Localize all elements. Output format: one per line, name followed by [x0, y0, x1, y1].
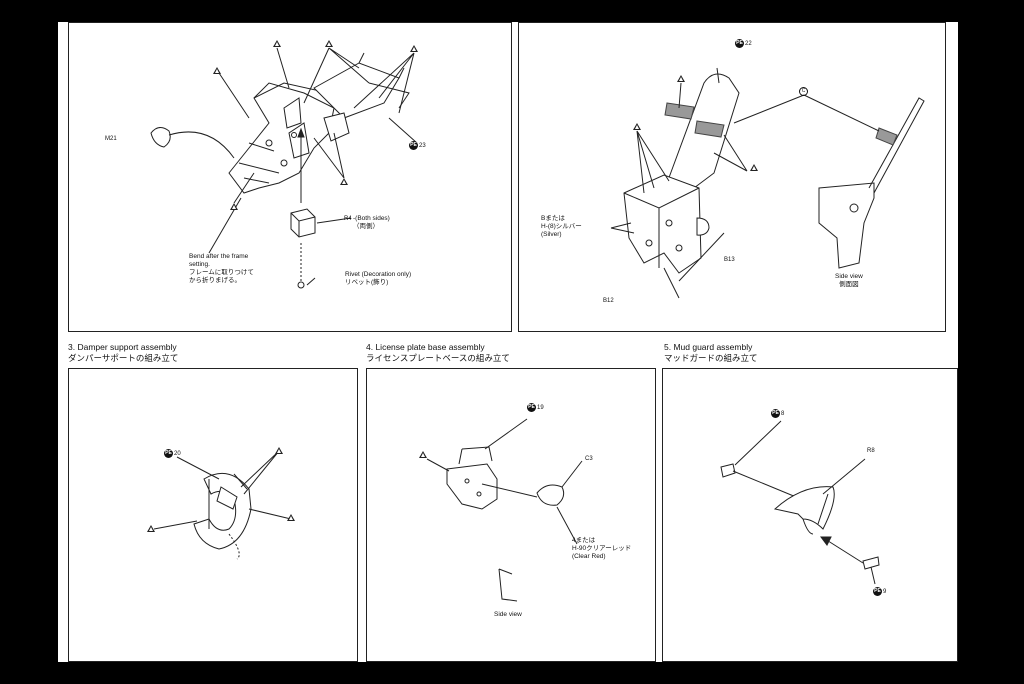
fender-assembly-drawing	[610, 67, 925, 299]
bend-note: Bend after the frame setting. フレームに取りつけて…	[189, 253, 254, 284]
cement-triangle-icon	[410, 45, 418, 52]
color-note-clear-red: 4または H-90クリアーレッド (Clear Red)	[572, 537, 632, 560]
side-view-label: Side view 側面図	[835, 273, 863, 288]
cement-triangle-icon	[677, 75, 685, 82]
cement-triangle-icon	[230, 203, 238, 210]
photo-etched-part-icon: PE	[735, 39, 744, 48]
part-tag-b12: B12	[603, 298, 614, 304]
cement-triangle-icon	[340, 178, 348, 185]
rivet-note: Rivet (Decoration only) リベット(飾り)	[345, 271, 412, 286]
cement-triangle-icon	[750, 164, 758, 171]
cement-triangle-icon	[633, 123, 641, 130]
cement-triangle-icon	[325, 40, 333, 47]
parts-tree-letter-icon: M21	[105, 136, 117, 142]
cement-triangle-icon	[287, 514, 295, 521]
license-plate-base-drawing	[426, 418, 583, 602]
photo-etched-part-icon: PE	[409, 141, 418, 150]
part-tag-c3: C3	[585, 456, 593, 462]
photo-etched-part-icon: PE	[164, 449, 173, 458]
cement-triangle-icon	[147, 525, 155, 532]
step-3-title: 3. Damper support assembly ダンパーサポートの組み立て	[68, 342, 179, 363]
mud-guard-drawing	[720, 420, 880, 585]
damper-support-drawing	[153, 450, 292, 560]
photo-etched-part-icon: PE	[771, 409, 780, 418]
cement-triangle-icon	[275, 447, 283, 454]
step-4-title: 4. License plate base assembly ライセンスプレート…	[366, 342, 510, 363]
part-tag-c: C	[799, 87, 808, 96]
part-tag-r4: R4	[344, 216, 352, 222]
color-note-b: Bまたは H-(8)シルバー (Silver)	[541, 215, 582, 238]
photo-etched-part-icon: PE	[527, 403, 536, 412]
part-tag-b13: B13	[724, 257, 735, 263]
cement-triangle-icon	[273, 40, 281, 47]
part-tag-m21: M21	[105, 135, 117, 143]
part-tag-r8: R8	[867, 448, 875, 454]
frame-assembly-drawing	[150, 47, 418, 289]
step-5-title: 5. Mud guard assembly マッドガードの組み立て	[664, 342, 758, 363]
side-view-label: Side view	[494, 611, 522, 618]
cement-triangle-icon	[213, 67, 221, 74]
r4-note: -(Both sides) （両側）	[353, 215, 390, 230]
cement-triangle-icon	[419, 451, 427, 458]
photo-etched-part-icon: PE	[873, 587, 882, 596]
parts-tree-letter-icon: C	[799, 87, 808, 96]
